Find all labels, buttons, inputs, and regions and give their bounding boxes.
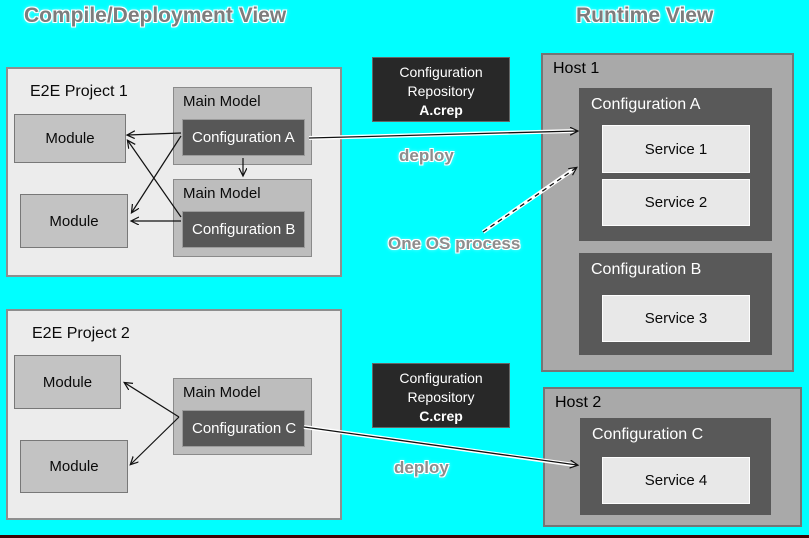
bottom-edge-bar: [0, 535, 809, 538]
host-1-box: Host 1 Configuration A Service 1 Service…: [541, 53, 794, 372]
repo-line2: Repository: [407, 82, 475, 99]
project1-module-2: Module: [20, 194, 128, 248]
one-os-process-label: One OS process: [388, 234, 521, 253]
arrow-casing: [308, 129, 576, 140]
project1-main-model-1: Main Model Configuration A: [173, 87, 312, 165]
project2-main-model: Main Model Configuration C: [173, 378, 312, 455]
service-4-box: Service 4: [602, 457, 750, 504]
repo-line2: Repository: [407, 388, 475, 405]
host-1-label: Host 1: [553, 60, 600, 77]
project1-main-model-2: Main Model Configuration B: [173, 179, 312, 257]
service-label: Service 1: [644, 140, 708, 158]
runtime-view-title: Runtime View: [576, 4, 714, 27]
configuration-b-compile-box: Configuration B: [182, 211, 305, 248]
module-label: Module: [49, 212, 99, 230]
configuration-a-compile-box: Configuration A: [182, 119, 305, 156]
host-2-label: Host 2: [555, 394, 602, 411]
configuration-repository-a-box: Configuration Repository A.crep: [372, 57, 510, 122]
service-label: Service 2: [644, 194, 708, 211]
project2-module-1: Module: [14, 355, 121, 409]
repo-name-a: A.crep: [419, 101, 463, 118]
configuration-b-runtime-box: Configuration B Service 3: [579, 253, 772, 355]
main-model-label: Main Model: [183, 185, 261, 202]
repo-line1: Configuration: [399, 64, 483, 80]
main-model-label: Main Model: [183, 93, 261, 110]
service-label: Service 4: [644, 472, 708, 489]
configuration-c-runtime-box: Configuration C Service 4: [580, 418, 771, 515]
arrow-deploy-A: [308, 131, 577, 139]
deploy-label-1: deploy: [399, 146, 454, 165]
configuration-c-compile-box: Configuration C: [182, 410, 305, 447]
configuration-a-runtime-box: Configuration A Service 1 Service 2: [579, 88, 772, 241]
e2e-project-2-label: E2E Project 2: [32, 325, 130, 342]
host-2-box: Host 2 Configuration C Service 4: [543, 387, 802, 527]
configuration-repository-c-box: Configuration Repository C.crep: [372, 363, 510, 428]
service-2-box: Service 2: [602, 179, 750, 226]
project2-module-2: Module: [20, 440, 128, 493]
configuration-b-runtime-label: Configuration B: [591, 261, 702, 278]
repo-line1: Configuration: [399, 370, 483, 386]
e2e-project-1-label: E2E Project 1: [30, 83, 128, 100]
project1-module-1: Module: [14, 114, 126, 163]
service-3-box: Service 3: [602, 295, 750, 342]
module-label: Module: [45, 130, 95, 147]
repo-name-c: C.crep: [419, 407, 463, 424]
main-model-label: Main Model: [183, 384, 261, 401]
module-label: Module: [42, 373, 93, 391]
service-label: Service 3: [644, 310, 708, 327]
compile-deployment-view-title: Compile/Deployment View: [24, 4, 287, 27]
deploy-label-2: deploy: [394, 458, 449, 477]
service-1-box: Service 1: [602, 125, 750, 173]
configuration-c-runtime-label: Configuration C: [592, 426, 704, 443]
configuration-a-runtime-label: Configuration A: [591, 96, 701, 113]
module-label: Module: [49, 458, 99, 475]
